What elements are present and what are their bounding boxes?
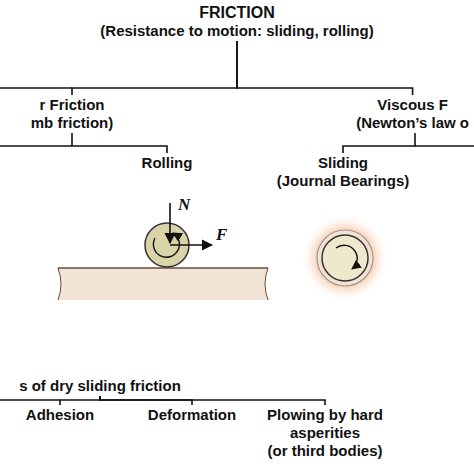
node-title: FRICTION bbox=[100, 4, 373, 22]
node-subtitle: (Journal Bearings) bbox=[277, 172, 410, 190]
node-subtitle: (Resistance to motion: sliding, rolling) bbox=[100, 22, 373, 40]
tree-connector bbox=[237, 41, 413, 95]
tree-connector bbox=[72, 133, 167, 153]
node-title: r Friction bbox=[31, 96, 114, 114]
rolling-wheel bbox=[58, 203, 268, 300]
node-title: Plowing by hard asperities bbox=[260, 406, 390, 442]
journal-bearing bbox=[301, 214, 389, 302]
node-title: Viscous F bbox=[356, 96, 469, 114]
tree-stub bbox=[0, 88, 474, 400]
category-node: Viscous F(Newton’s law o bbox=[354, 96, 471, 132]
mechanism-node: Plowing by hard asperities(or third bodi… bbox=[258, 406, 392, 460]
node-subtitle: mb friction) bbox=[31, 114, 114, 132]
node-title: Sliding bbox=[277, 154, 410, 172]
root-node: FRICTION(Resistance to motion: sliding, … bbox=[98, 4, 375, 40]
mechanism-node: Deformation bbox=[146, 406, 238, 424]
branch-node: Rolling bbox=[140, 154, 195, 172]
node-title: Deformation bbox=[148, 406, 236, 424]
tree-connector bbox=[343, 133, 415, 153]
tree-connector bbox=[100, 396, 325, 405]
node-title: Adhesion bbox=[26, 406, 94, 424]
node-title: s of dry sliding friction bbox=[19, 377, 181, 395]
category-node: r Frictionmb friction) bbox=[29, 96, 116, 132]
node-title: Rolling bbox=[142, 154, 193, 172]
tree-connector bbox=[72, 41, 237, 95]
mechanism-node: Adhesion bbox=[24, 406, 96, 424]
node-subtitle: (Newton’s law o bbox=[356, 114, 469, 132]
force-label: N bbox=[178, 196, 190, 214]
branch-node: Sliding(Journal Bearings) bbox=[275, 154, 412, 190]
mechanism-heading: s of dry sliding friction bbox=[17, 377, 183, 395]
node-subtitle: (or third bodies) bbox=[260, 442, 390, 460]
tree-connector bbox=[60, 396, 100, 405]
force-label: F bbox=[216, 226, 227, 244]
